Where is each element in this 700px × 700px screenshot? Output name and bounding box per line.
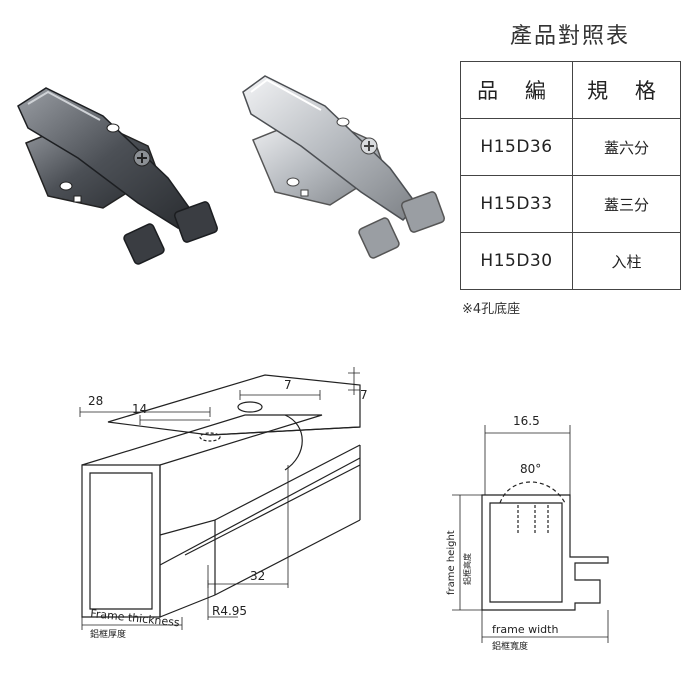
row-code: H15D36 bbox=[460, 118, 573, 176]
row-spec: 蓋六分 bbox=[572, 118, 681, 176]
dim-16-5: 16.5 bbox=[513, 414, 540, 428]
row-code: H15D33 bbox=[460, 175, 573, 233]
hinge-silver-finish-image bbox=[242, 75, 446, 259]
dim-32: 32 bbox=[250, 569, 265, 583]
table-row: H15D30 入柱 bbox=[460, 232, 681, 290]
dim-radius: R4.95 bbox=[212, 604, 247, 618]
hinge-dark-finish-image bbox=[17, 87, 219, 265]
header-spec: 規 格 bbox=[572, 61, 681, 119]
frame-thickness-zh-label: 鋁框厚度 bbox=[90, 628, 126, 640]
frame-height-label: frame height bbox=[446, 530, 457, 595]
angle-80: 80° bbox=[520, 462, 541, 476]
frame-width-zh-label: 鋁框寬度 bbox=[492, 640, 528, 652]
table-row: H15D36 蓋六分 bbox=[460, 118, 681, 176]
row-spec: 蓋三分 bbox=[572, 175, 681, 233]
row-code: H15D30 bbox=[460, 232, 573, 290]
dim-14: 14 bbox=[132, 402, 147, 416]
frame-thickness-label: Frame thickness bbox=[90, 607, 181, 629]
spec-table: 品 編 規 格 H15D36 蓋六分 H15D33 蓋三分 H15D30 入柱 bbox=[460, 61, 681, 290]
spec-note: ※4孔底座 bbox=[462, 302, 521, 317]
frame-width-label: frame width bbox=[492, 623, 558, 636]
dim-28: 28 bbox=[88, 394, 103, 408]
row-spec: 入柱 bbox=[572, 232, 681, 290]
frame-height-zh-label: 鋁框高度 bbox=[462, 553, 472, 585]
header-code: 品 編 bbox=[460, 61, 573, 119]
table-row: H15D33 蓋三分 bbox=[460, 175, 681, 233]
profile-dimension-drawing: 28 14 7 7 32 R4.95 Frame thickness 鋁框厚度 bbox=[79, 367, 368, 640]
spec-table-header-row: 品 編 規 格 bbox=[460, 61, 681, 119]
spec-table-title: 產品對照表 bbox=[509, 24, 630, 49]
dim-7-height: 7 bbox=[360, 388, 368, 402]
dim-7-width: 7 bbox=[284, 378, 292, 392]
frame-section-drawing: 16.5 80° frame height 鋁框高度 frame width 鋁… bbox=[446, 414, 609, 652]
